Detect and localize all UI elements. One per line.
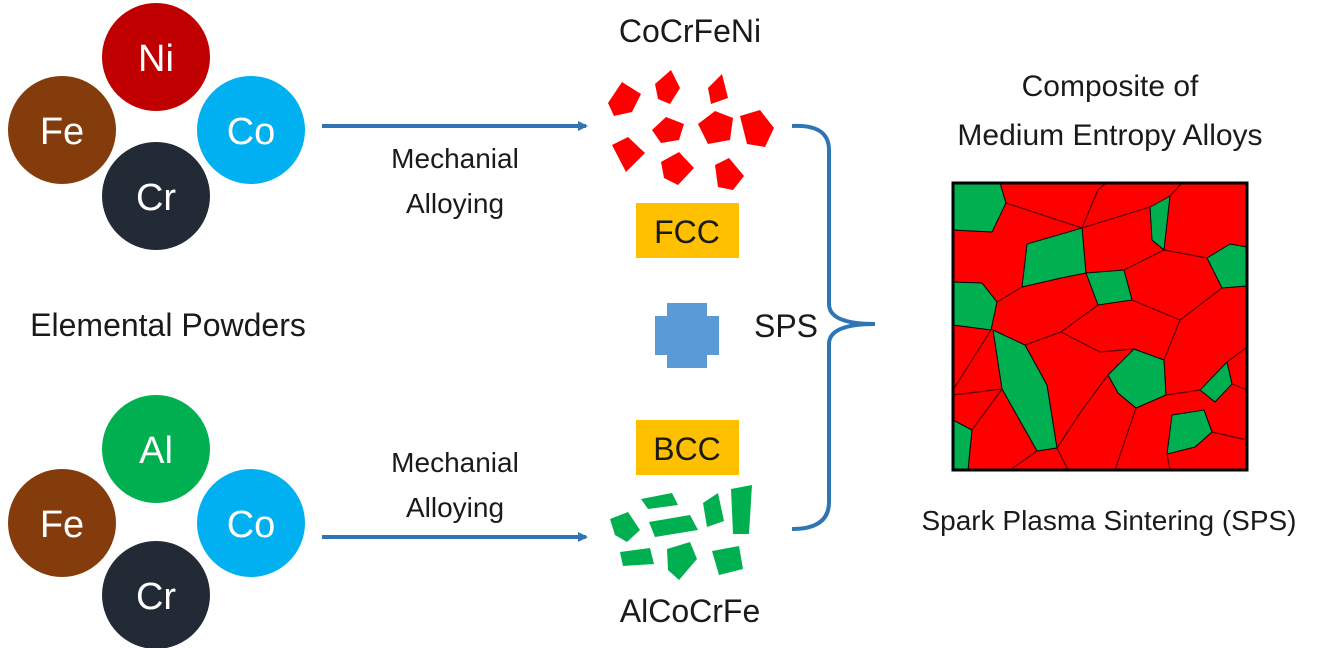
fcc-particles xyxy=(608,70,774,190)
element-ni-circle xyxy=(102,3,210,111)
grain-boundary xyxy=(1123,249,1165,271)
composite-title-line1: Composite of xyxy=(1022,70,1199,103)
red-particle xyxy=(612,137,645,172)
element-fe-label: Fe xyxy=(40,504,84,546)
element-circle-ni-top: Ni xyxy=(102,3,210,111)
grain-boundary xyxy=(952,388,1003,396)
green-particle xyxy=(712,546,743,575)
element-co-label: Co xyxy=(227,504,276,546)
red-particle xyxy=(652,117,684,143)
bcc-phase-box: BCC xyxy=(636,420,739,475)
grain-boundary xyxy=(971,388,1003,431)
bcc-label: BCC xyxy=(653,431,721,467)
plus-icon xyxy=(655,303,719,368)
element-circle-co-bottom: Co xyxy=(197,469,305,577)
top-process-label-line1: Mechanial xyxy=(391,143,519,174)
element-circle-co-top: Co xyxy=(197,76,305,184)
bottom-process-label-line2: Alloying xyxy=(406,492,504,523)
element-fe-circle xyxy=(8,76,116,184)
grain-boundary xyxy=(1165,389,1201,396)
grain-boundary xyxy=(1226,346,1248,363)
green-grain xyxy=(1166,409,1213,455)
red-particle xyxy=(661,152,694,185)
green-particle xyxy=(641,493,678,509)
grain-boundary xyxy=(1056,447,1069,471)
element-fe-circle xyxy=(8,469,116,577)
green-grains xyxy=(952,182,1248,471)
top-alloy-name: CoCrFeNi xyxy=(619,13,761,49)
grain-boundary xyxy=(1231,383,1248,391)
grain-boundary xyxy=(1163,249,1208,259)
grain-boundaries xyxy=(952,182,1248,471)
red-particle xyxy=(655,70,680,104)
bcc-box xyxy=(636,420,739,475)
green-grain xyxy=(1021,227,1087,288)
element-cr-circle xyxy=(102,142,210,250)
element-circle-al-bottom: Al xyxy=(102,395,210,503)
element-co-label: Co xyxy=(227,111,276,153)
green-particle xyxy=(703,493,724,527)
grain-boundary xyxy=(1114,407,1137,471)
element-cr-circle xyxy=(102,541,210,648)
element-co-circle xyxy=(197,469,305,577)
red-particle xyxy=(708,74,728,104)
bottom-alloy-name: AlCoCrFe xyxy=(620,593,760,629)
green-particle xyxy=(620,548,654,566)
top-elements-group: Ni Fe Co Cr xyxy=(8,3,305,250)
sps-brace xyxy=(791,123,876,531)
green-particle xyxy=(649,515,698,537)
fcc-box xyxy=(636,203,739,258)
bottom-process-label-line1: Mechanial xyxy=(391,447,519,478)
element-fe-label: Fe xyxy=(40,111,84,153)
composite-title-line2: Medium Entropy Alloys xyxy=(957,119,1262,152)
red-particle xyxy=(715,158,744,190)
composite-microstructure xyxy=(951,181,1249,472)
grain-boundary xyxy=(996,286,1023,303)
red-particle xyxy=(740,110,774,147)
element-al-label: Al xyxy=(139,430,173,472)
green-particle xyxy=(667,542,697,580)
grain-boundary xyxy=(1060,331,1135,353)
grain-boundary xyxy=(1005,182,1183,229)
grain-boundary xyxy=(1166,453,1171,471)
composite-frame xyxy=(951,181,1249,472)
grain-boundary xyxy=(1056,374,1109,449)
top-process-label-line2: Alloying xyxy=(406,188,504,219)
element-cr-label: Cr xyxy=(136,576,176,618)
element-circle-cr-bottom: Cr xyxy=(102,541,210,648)
bottom-elements-group: Al Fe Co Cr xyxy=(8,395,305,648)
element-cr-label: Cr xyxy=(136,177,176,219)
grain-boundary xyxy=(1163,319,1181,361)
element-al-circle xyxy=(102,395,210,503)
fcc-phase-box: FCC xyxy=(636,203,739,258)
element-circle-fe-bottom: Fe xyxy=(8,469,116,577)
green-particle xyxy=(610,512,640,542)
green-particle xyxy=(731,485,752,534)
plus-horizontal xyxy=(655,316,719,355)
grain-boundary xyxy=(1211,431,1248,441)
elemental-powders-label: Elemental Powders xyxy=(30,307,306,343)
red-particle xyxy=(608,82,641,116)
fcc-label: FCC xyxy=(654,214,720,250)
sps-label: SPS xyxy=(754,308,818,344)
grain-boundary xyxy=(952,329,992,391)
grain-boundary xyxy=(1081,182,1107,229)
composite-caption: Spark Plasma Sintering (SPS) xyxy=(921,505,1296,536)
grain-boundary xyxy=(1009,450,1038,471)
element-co-circle xyxy=(197,76,305,184)
element-circle-fe-top: Fe xyxy=(8,76,116,184)
element-circle-cr-top: Cr xyxy=(102,142,210,250)
bcc-particles xyxy=(610,485,752,580)
element-ni-label: Ni xyxy=(138,38,174,80)
red-particle xyxy=(698,111,733,144)
